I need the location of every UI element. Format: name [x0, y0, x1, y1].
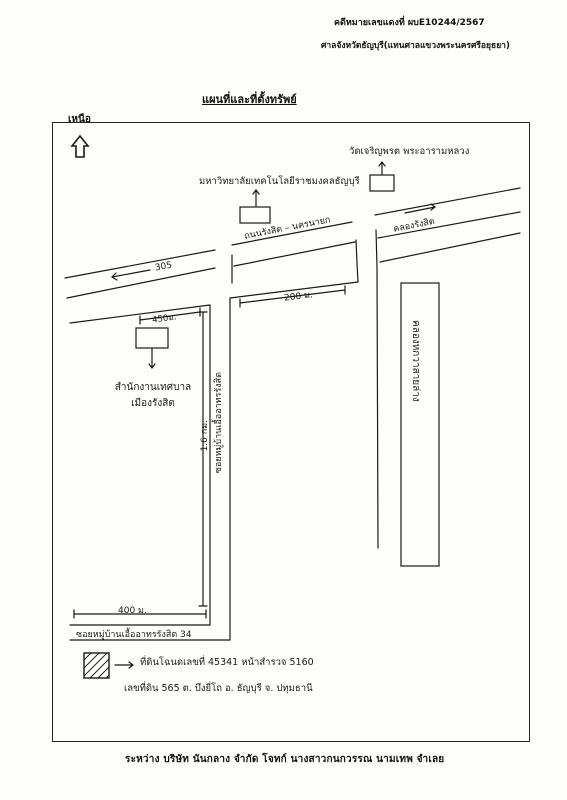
road-305-lower-edge [66, 267, 216, 299]
canal-strip [400, 282, 440, 567]
cross-road-right-edge [355, 239, 358, 264]
court-name: ศาลจังหวัดธัญบุรี(แทนศาลแขวงพระนครศรีอยุ… [321, 41, 510, 51]
temple-label: วัดเจริญพรต พระอารามหลวง [349, 146, 470, 157]
map-title: แผนที่และที่ตั้งทรัพย์ [202, 93, 297, 106]
case-number: คดีหมายเลขแดงที่ ผบE10244/2567 [334, 18, 485, 28]
d400-label: 400 ม. [118, 606, 147, 616]
north-arrow-icon [70, 134, 90, 158]
temple-arrow [378, 161, 386, 175]
canal-right-label: คลองหกวาสายล่าง [410, 320, 421, 402]
university-building [239, 206, 271, 224]
road-rangsit-upper-west [231, 221, 353, 246]
university-label: มหาวิทยาลัยเทคโนโลยีราชมงคลธัญบุรี [199, 176, 360, 187]
cross-road-south-left [356, 262, 359, 283]
office-arrow [148, 347, 156, 369]
legend-line2: เลขที่ดิน 565 ต. บึงยี่โถ อ. ธัญบุรี จ. … [124, 683, 313, 694]
soi-top [229, 281, 359, 299]
soi-main-label: ซอยหมู่บ้านเอื้ออาทรรังสิต [214, 372, 224, 474]
road-rangsit-lower-west [233, 241, 356, 267]
left-block-top [69, 304, 211, 324]
road-rangsit-upper-east [374, 187, 521, 216]
road-305-arrow [111, 269, 151, 281]
cross-road-east-edge [375, 229, 378, 268]
legend-line1: ที่ดินโฉนดเลขที่ 45341 หน้าสำรวจ 5160 [140, 657, 314, 668]
cross-road-south-right [376, 266, 379, 549]
road-rangsit-lower-east [377, 211, 521, 239]
legend-swatch [83, 652, 110, 679]
legend-arrow [114, 661, 134, 669]
soi-bottom-label: ซอยหมู่บ้านเอื้ออาทรรังสิต 34 [76, 630, 192, 640]
footer-parties: ระหว่าง บริษัท นันกลาง จำกัด โจทก์ นางสา… [125, 754, 445, 765]
d1-6-label: 1.6 กม. [200, 420, 210, 452]
khlong-rangsit-line [379, 232, 521, 263]
rangsit-arrow [404, 203, 436, 214]
d400-marker [73, 609, 207, 619]
north-label: เหนือ [68, 114, 91, 125]
temple-building [369, 174, 395, 192]
university-arrow [252, 189, 260, 207]
map-frame [52, 122, 530, 742]
office-building [135, 327, 169, 349]
d1-6-marker [198, 311, 208, 607]
road-305-upper-edge [64, 249, 216, 279]
office-label: สำนักงานเทศบาล เมืองรังสิต [114, 382, 192, 409]
legend-hatch [83, 652, 110, 679]
d200-marker [239, 285, 346, 308]
